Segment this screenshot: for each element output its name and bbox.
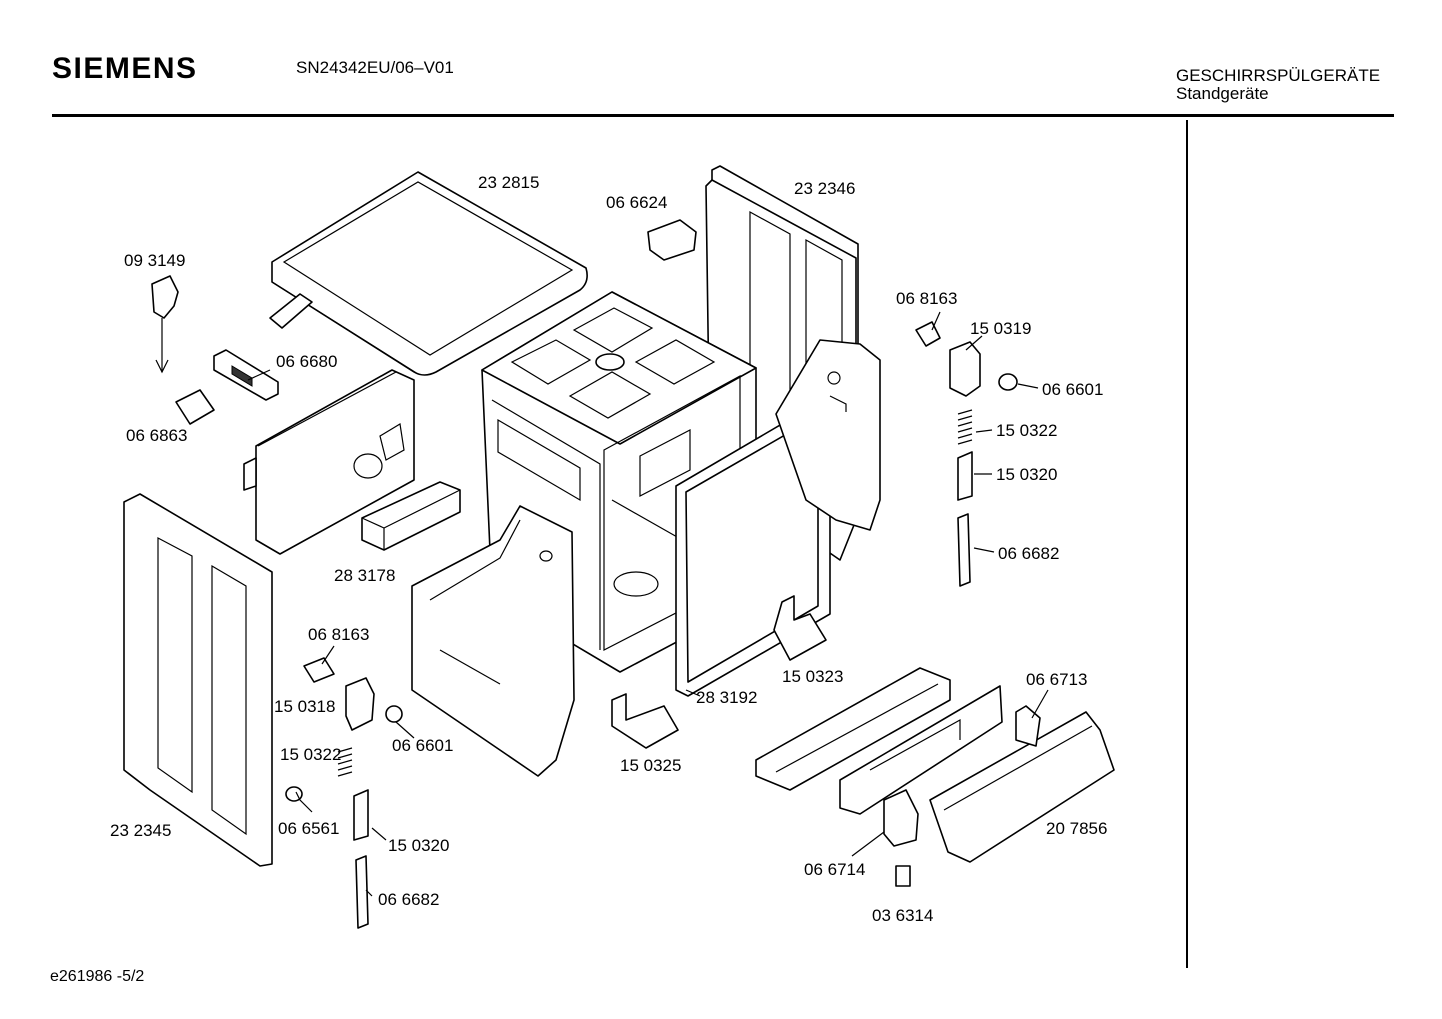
worktop-cover [269, 171, 588, 376]
label-207856: 20 7856 [1046, 819, 1107, 838]
insulation-block [361, 481, 461, 551]
label-066561: 06 6561 [278, 819, 339, 838]
label-150325: 15 0325 [620, 756, 681, 775]
label-150322-right: 15 0322 [996, 421, 1057, 440]
header-rule [52, 114, 1394, 117]
spring-holder-left [345, 677, 375, 731]
label-283178: 28 3178 [334, 566, 395, 585]
adjustable-foot [895, 865, 911, 887]
foot-bracket-left [611, 693, 679, 749]
label-093149: 09 3149 [124, 251, 185, 270]
spring-holder-right [949, 341, 981, 397]
screw-left [385, 705, 403, 723]
label-066601-left: 06 6601 [392, 736, 453, 755]
vertical-rule [1186, 120, 1188, 968]
side-bracket-right [775, 339, 881, 531]
label-068163-left: 06 8163 [308, 625, 369, 644]
label-232346: 23 2346 [794, 179, 855, 198]
pin-left [353, 789, 369, 841]
base-bracket-left [411, 505, 575, 777]
rod-left [355, 855, 369, 929]
label-066624: 06 6624 [606, 193, 667, 212]
leader-lines [247, 311, 1049, 897]
capacitor [175, 389, 215, 425]
side-panel-left [123, 493, 273, 867]
label-232345: 23 2345 [110, 821, 171, 840]
label-036314: 03 6314 [872, 906, 933, 925]
label-066863: 06 6863 [126, 426, 187, 445]
label-150318: 15 0318 [274, 697, 335, 716]
label-150322-left: 15 0322 [280, 745, 341, 764]
plinth-rail-middle [839, 685, 1003, 815]
label-232815: 23 2815 [478, 173, 539, 192]
control-housing [243, 369, 415, 555]
clip-right-upper [915, 321, 941, 347]
hinge-clip-top [647, 219, 697, 261]
category-subtitle: Standgeräte [1176, 84, 1269, 103]
label-066714: 06 6714 [804, 860, 865, 879]
switch-assembly [213, 349, 279, 401]
label-066680: 06 6680 [276, 352, 337, 371]
label-066682-right: 06 6682 [998, 544, 1059, 563]
screw-right [998, 373, 1018, 391]
spring-left [337, 747, 353, 777]
rod-right [957, 513, 971, 587]
knob-left [285, 786, 303, 802]
diagram-code: e261986 -5/2 [50, 968, 145, 985]
plinth-rail-lower [929, 711, 1115, 863]
spring-right [957, 409, 973, 445]
label-066713: 06 6713 [1026, 670, 1087, 689]
clip-left-upper [303, 657, 335, 683]
category-title: GESCHIRRSPÜLGERÄTE [1176, 66, 1381, 85]
label-066682-left: 06 6682 [378, 890, 439, 909]
foot-bracket-right [773, 595, 827, 661]
label-150320-right: 15 0320 [996, 465, 1057, 484]
hinge-bracket-lower [1015, 705, 1041, 747]
plinth-rail-upper [755, 667, 951, 791]
label-066601-right: 06 6601 [1042, 380, 1103, 399]
foot-mount [883, 789, 919, 847]
pin-right [957, 451, 973, 501]
brand-logo: SIEMENS [52, 52, 198, 85]
label-150323: 15 0323 [782, 667, 843, 686]
label-150319: 15 0319 [970, 319, 1031, 338]
model-number: SN24342EU/06–V01 [296, 58, 454, 77]
power-plug [151, 275, 179, 374]
label-283192: 28 3192 [696, 688, 757, 707]
label-068163-right: 06 8163 [896, 289, 957, 308]
label-150320-left: 15 0320 [388, 836, 449, 855]
